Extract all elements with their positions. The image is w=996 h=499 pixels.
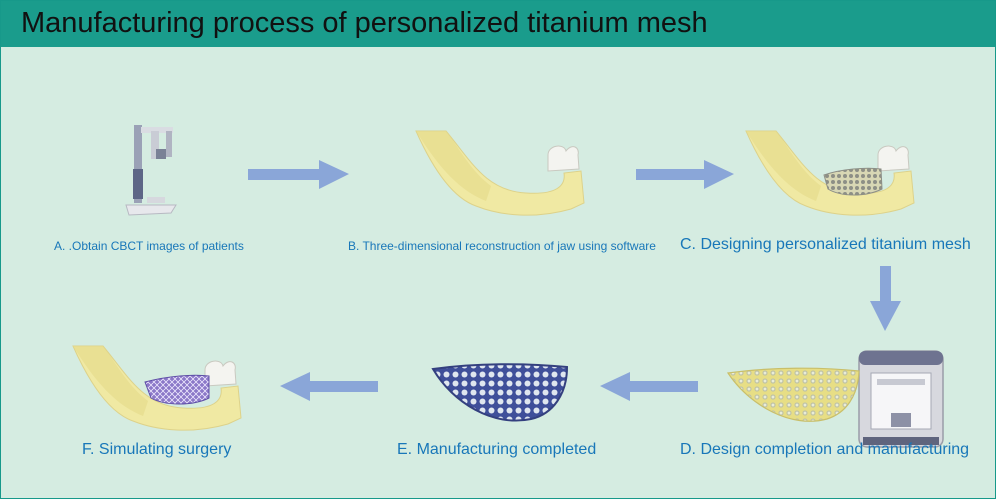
jaw-model-icon (415, 130, 585, 216)
design-mesh-icon (726, 367, 860, 422)
title-bar: Manufacturing process of personalized ti… (1, 1, 995, 47)
arrow-d-to-e (600, 372, 698, 401)
step-a-caption: A. .Obtain CBCT images of patients (54, 239, 244, 253)
cbct-scanner-icon (125, 125, 177, 216)
step-e-caption: E. Manufacturing completed (397, 441, 597, 458)
arrow-e-to-f (280, 372, 378, 401)
step-d-caption: D. Design completion and manufacturing (680, 441, 970, 458)
arrow-a-to-b (248, 160, 349, 189)
jaw-with-implanted-mesh-icon (72, 345, 242, 431)
titanium-mesh-icon (431, 363, 569, 422)
arrow-b-to-c (636, 160, 734, 189)
step-f-caption: F. Simulating surgery (82, 441, 232, 458)
jaw-with-mesh-design-icon (745, 130, 915, 216)
page-title: Manufacturing process of personalized ti… (21, 7, 708, 39)
step-b-caption: B. Three-dimensional reconstruction of j… (348, 239, 656, 253)
arrow-c-to-d (870, 266, 901, 331)
3d-printer-icon (858, 350, 944, 448)
step-c-caption: C. Designing personalized titanium mesh (680, 236, 971, 253)
